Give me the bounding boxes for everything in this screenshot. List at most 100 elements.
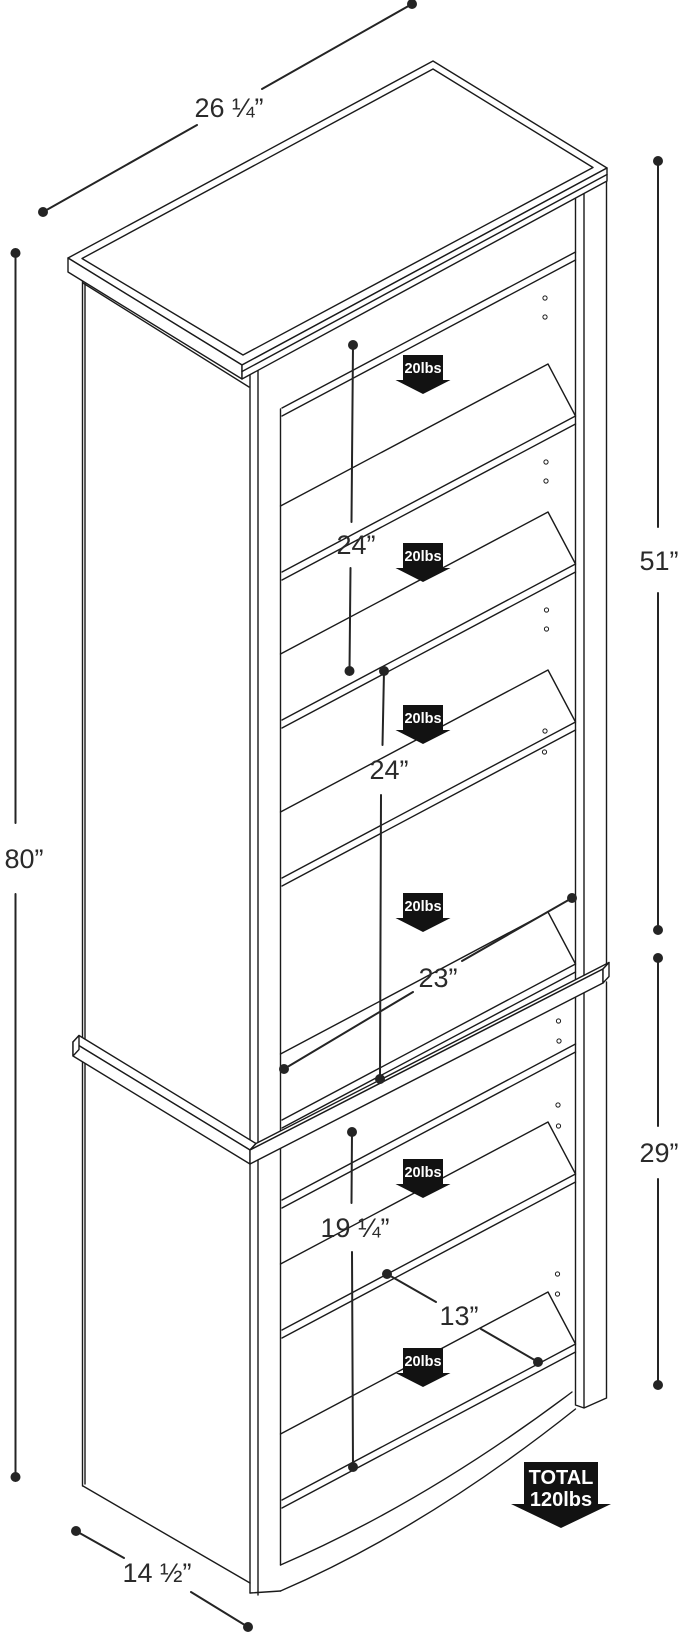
molding-left-band xyxy=(72,1041,251,1165)
dimension-upper-shelf-span: 24” xyxy=(336,340,376,676)
down-arrow-badge-icon xyxy=(395,1348,451,1387)
shelf-capacity-badge-3: 20lbs xyxy=(395,705,451,744)
shelf-pin-holes xyxy=(541,295,562,1297)
shelf-capacity-badge-1: 20lbs xyxy=(395,355,451,394)
dimension-endpoint-dot xyxy=(344,666,355,676)
dimension-line xyxy=(386,1273,539,1363)
dimension-endpoint-dot xyxy=(653,156,663,166)
shelf-pin-hole xyxy=(555,1123,562,1129)
dimension-endpoint-dot xyxy=(379,666,389,676)
dimension-endpoint-dot xyxy=(279,1064,289,1074)
shelf-pin-hole xyxy=(555,1018,562,1024)
dimension-endpoint-dot xyxy=(347,1127,357,1137)
dimension-interior-width: 23” xyxy=(279,893,577,1074)
shelf-capacity-badge-5: 20lbs xyxy=(395,1159,451,1198)
hutch-shelf-2 xyxy=(279,363,577,581)
shelf-capacity-label: 20lbs xyxy=(404,549,441,565)
shelf-pin-hole xyxy=(554,1271,561,1277)
shelf-capacity-label: 20lbs xyxy=(404,1354,441,1370)
down-arrow-badge-icon xyxy=(395,1159,451,1198)
bookcase-drawing xyxy=(67,60,610,1596)
dimension-endpoint-dot xyxy=(71,1526,81,1536)
dimension-endpoint-dot xyxy=(533,1357,543,1367)
hutch-bottom-shelf xyxy=(279,911,577,1129)
shelf-capacity-label: 20lbs xyxy=(404,899,441,915)
shelf-capacity-label: 20lbs xyxy=(404,711,441,727)
dimension-line xyxy=(350,1131,354,1468)
shelf-pin-hole xyxy=(554,1291,561,1297)
dimension-label: 51” xyxy=(639,546,678,576)
dimension-endpoint-dot xyxy=(243,1622,253,1632)
top-panel-bevel-line xyxy=(241,173,608,373)
down-arrow-badge-icon xyxy=(395,543,451,582)
shelf-pin-hole xyxy=(543,607,550,613)
down-arrow-badge-icon xyxy=(395,893,451,932)
molding-right-cap xyxy=(602,961,610,984)
dimension-line xyxy=(379,670,385,1080)
dimension-lower-section-height: 29” xyxy=(639,953,679,1390)
dimension-upper-section-height: 51” xyxy=(639,156,679,935)
dimension-line xyxy=(42,3,413,213)
dimension-endpoint-dot xyxy=(10,1472,21,1482)
shelf-capacity-badge-2: 20lbs xyxy=(395,543,451,582)
dimension-endpoint-dot xyxy=(653,953,663,963)
total-capacity-badge: TOTAL 120lbs xyxy=(511,1462,611,1528)
shelf-pin-hole xyxy=(543,459,549,465)
shelf-pin-hole xyxy=(543,626,550,632)
shelf-pin-hole xyxy=(542,295,548,301)
dimension-lower-shelf-span: 13” xyxy=(382,1269,543,1367)
total-down-arrow-badge-icon xyxy=(511,1462,611,1528)
left-panel-back-edge xyxy=(81,271,86,1487)
dimension-label: 24” xyxy=(369,755,408,785)
dimension-label: 23” xyxy=(418,963,457,993)
molding-front-band xyxy=(249,968,604,1165)
dimension-endpoint-dot xyxy=(567,893,577,903)
hutch-shelf-3 xyxy=(279,511,577,729)
dimension-top-width: 26 ¼” xyxy=(38,0,417,217)
base-bottom-shelf xyxy=(279,1291,577,1509)
dimension-endpoint-dot xyxy=(653,1380,663,1390)
shelf-capacity-badge-4: 20lbs xyxy=(395,893,451,932)
dimension-endpoint-dot xyxy=(382,1269,392,1279)
dimension-line xyxy=(348,344,354,672)
dimension-lower-interior-height: 19 ¼” xyxy=(320,1127,390,1472)
dimension-label: 19 ¼” xyxy=(320,1213,389,1243)
dimension-endpoint-dot xyxy=(348,1462,358,1472)
shelf-pin-hole xyxy=(555,1102,561,1108)
dimension-endpoint-dot xyxy=(375,1074,385,1084)
dimension-line xyxy=(75,1530,249,1628)
left-panel-top-edge xyxy=(82,282,250,388)
mid-molding xyxy=(72,961,610,1165)
dimension-line xyxy=(283,897,573,1070)
shelf-capacity-label: 20lbs xyxy=(404,1165,441,1181)
dimension-label: 13” xyxy=(439,1301,478,1331)
down-arrow-badge-icon xyxy=(395,355,451,394)
dimension-endpoint-dot xyxy=(10,248,21,258)
dimension-endpoint-dot xyxy=(653,925,663,935)
base-top-shelf xyxy=(281,1043,577,1209)
molding-left-cap xyxy=(72,1034,80,1057)
base-front-left-stile xyxy=(249,1147,282,1596)
dimension-overall-height: 80” xyxy=(4,248,44,1482)
total-capacity-label: TOTAL xyxy=(529,1467,594,1489)
base-right-post xyxy=(574,981,608,1409)
hutch-right-post xyxy=(574,180,608,984)
dimension-label: 24” xyxy=(336,530,375,560)
dimension-endpoint-dot xyxy=(407,0,417,9)
dimension-label: 80” xyxy=(4,844,43,874)
dimension-label: 29” xyxy=(639,1138,678,1168)
shelf-pin-hole xyxy=(556,1038,562,1044)
kick-base-curve xyxy=(279,1391,577,1592)
dimension-base-depth: 14 ½” xyxy=(71,1526,253,1632)
down-arrow-badge-icon xyxy=(395,705,451,744)
molding-left-top xyxy=(72,1034,257,1151)
hutch-shelf-4 xyxy=(279,669,577,887)
dimension-middle-shelf-span: 24” xyxy=(369,666,409,1084)
base-middle-shelf xyxy=(279,1121,577,1339)
dimension-label: 26 ¼” xyxy=(194,93,263,123)
left-panel-bottom-edge xyxy=(82,1485,282,1594)
dimension-endpoint-dot xyxy=(38,207,48,217)
shelf-pin-hole xyxy=(542,314,548,320)
dimension-endpoint-dot xyxy=(348,340,358,350)
